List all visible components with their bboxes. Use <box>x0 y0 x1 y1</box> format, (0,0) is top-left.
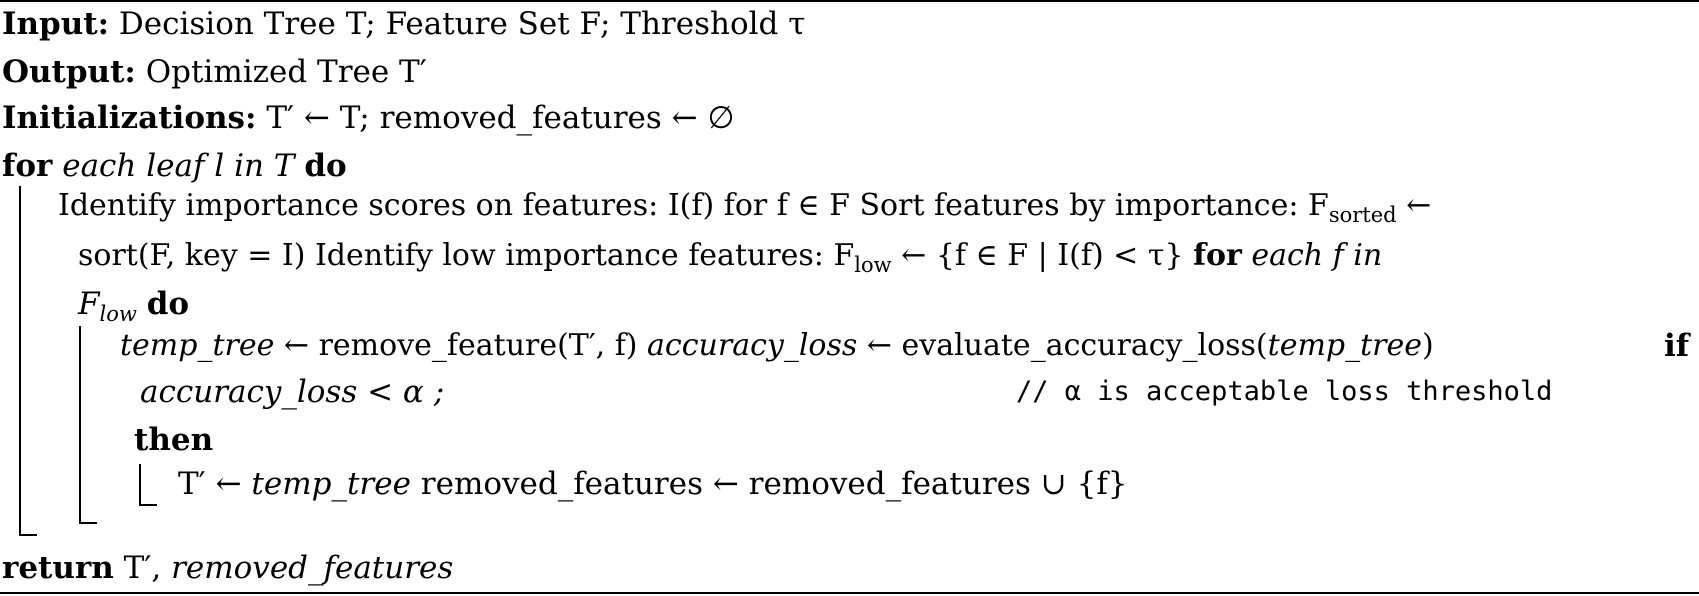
then-block-bar <box>139 464 141 506</box>
input-line: Input: Decision Tree T; Feature Set F; T… <box>2 6 805 42</box>
assign-temp-tree: temp_tree <box>251 466 411 502</box>
do-keyword: do <box>304 148 347 184</box>
low-set-text: ← {f ∈ F | I(f) < τ} <box>891 238 1194 273</box>
do-keyword-inner: do <box>146 286 190 322</box>
for-keyword: for <box>2 148 53 184</box>
for-condition: each leaf l in T <box>62 148 295 184</box>
assign-line: T′ ← temp_tree removed_features ← remove… <box>178 466 1128 502</box>
temp-tree-var: temp_tree <box>120 328 275 363</box>
if-condition: accuracy_loss < α ; <box>140 374 445 410</box>
sorted-subscript: sorted <box>1328 203 1397 227</box>
assign-text: T′ ← <box>178 466 252 502</box>
flow-subscript: low <box>99 302 137 327</box>
inner-block-bar <box>79 326 81 524</box>
outer-block-end <box>19 534 37 536</box>
return-removed: removed_features <box>171 550 454 586</box>
low-subscript: low <box>854 253 892 277</box>
return-text: T′, <box>113 550 172 586</box>
accuracy-loss-var: accuracy_loss <box>647 328 858 363</box>
input-text: Decision Tree T; Feature Set F; Threshol… <box>118 6 806 42</box>
then-keyword: then <box>134 422 214 458</box>
then-block-end <box>139 504 157 506</box>
init-line: Initializations: T′ ← T; removed_feature… <box>2 100 735 136</box>
comment-text: // α is acceptable loss threshold <box>1016 376 1553 407</box>
input-keyword: Input: <box>2 6 110 42</box>
return-keyword: return <box>2 550 114 586</box>
sort-text: sort(F, key = I) Identify low importance… <box>78 238 855 273</box>
flow-var: F <box>78 286 100 322</box>
for-f-condition: each f in <box>1241 238 1383 273</box>
evaluate-close: ) <box>1422 328 1434 363</box>
inner-block-end <box>79 522 97 524</box>
remove-feature-line: temp_tree ← remove_feature(T′, f) accura… <box>120 328 1434 364</box>
top-rule <box>0 0 1699 2</box>
importance-tail: ← <box>1396 188 1432 223</box>
low-importance-line: sort(F, key = I) Identify low importance… <box>78 238 1383 277</box>
evaluate-text: ← evaluate_accuracy_loss( <box>857 328 1268 363</box>
output-line: Output: Optimized Tree T′ <box>2 54 427 90</box>
output-text: Optimized Tree T′ <box>145 54 427 90</box>
for-leaf-line: for each leaf l in T do <box>2 148 347 184</box>
output-keyword: Output: <box>2 54 136 90</box>
importance-text: Identify importance scores on features: … <box>58 188 1329 223</box>
for-f-keyword: for <box>1193 238 1242 273</box>
init-text: T′ ← T; removed_features ← ∅ <box>266 100 735 136</box>
init-keyword: Initializations: <box>2 100 257 136</box>
temp-tree-arg: temp_tree <box>1267 328 1423 363</box>
importance-line: Identify importance scores on features: … <box>58 188 1432 227</box>
assign-removed: removed_features ← removed_features ∪ {f… <box>410 466 1128 502</box>
return-line: return T′, removed_features <box>2 550 453 586</box>
outer-block-bar <box>19 186 21 536</box>
remove-feature-text: ← remove_feature(T′, f) <box>274 328 648 363</box>
flow-do-line: Flow do <box>78 286 190 325</box>
if-keyword: if <box>1664 328 1690 364</box>
bottom-rule <box>0 592 1699 594</box>
